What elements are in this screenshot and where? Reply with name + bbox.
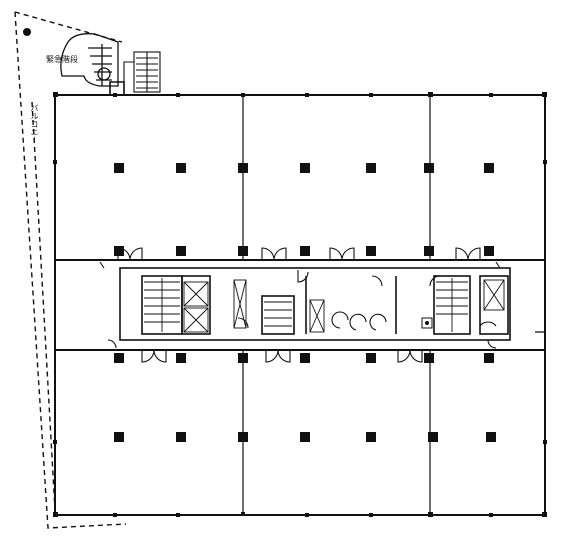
bay-grid — [242, 95, 431, 515]
spiral-stair — [60, 33, 119, 87]
entry-marker-icon — [23, 28, 31, 36]
fire-hose-box-icon — [421, 317, 433, 329]
balcony-label: バルコニー — [30, 104, 39, 144]
core-area — [119, 267, 511, 341]
building-outline — [54, 81, 546, 516]
door-swing-icon — [99, 247, 501, 363]
exterior-stair — [123, 51, 161, 93]
core-stairs — [144, 278, 468, 332]
emergency-stair-label: 緊急階段 — [46, 55, 78, 64]
structural-columns — [53, 92, 547, 517]
elevator-shafts — [183, 279, 505, 333]
